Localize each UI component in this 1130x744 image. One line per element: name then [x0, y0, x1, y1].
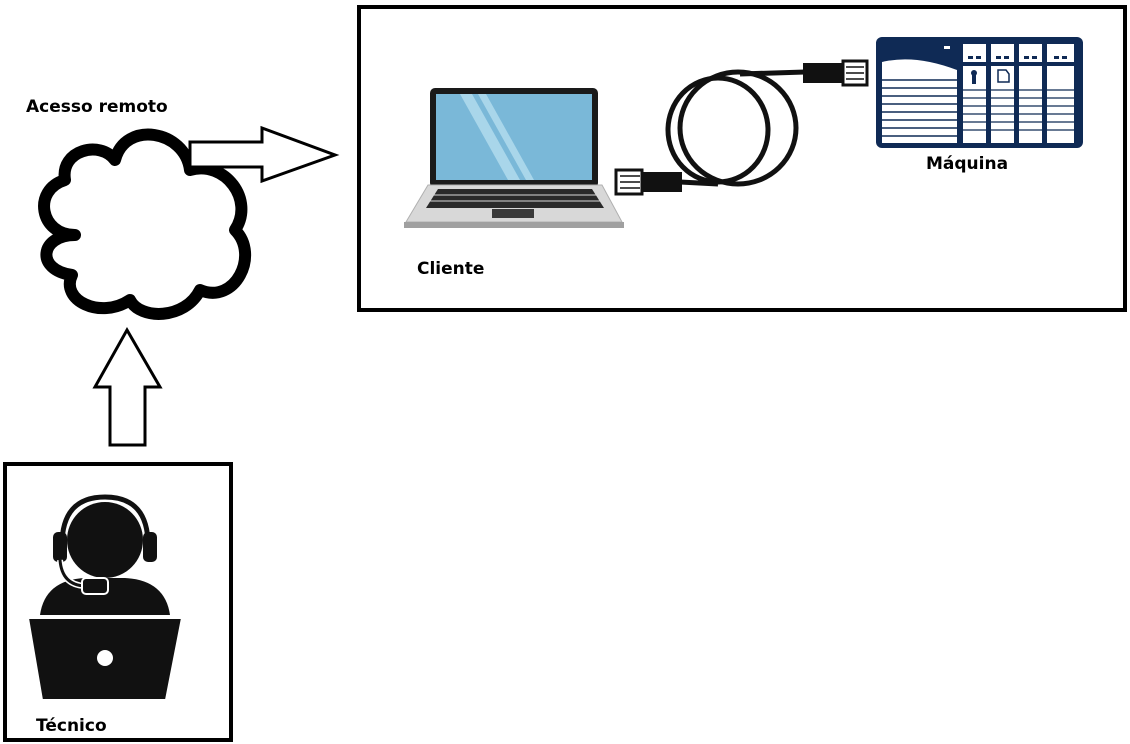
support-technician-icon [26, 494, 184, 701]
client-site-box [357, 5, 1127, 312]
technician-label: Técnico [36, 716, 107, 736]
cloud-icon [38, 128, 251, 320]
arrow-up-icon [92, 326, 163, 447]
machine-label: Máquina [926, 154, 1009, 174]
arrow-right-icon [188, 125, 340, 184]
client-label: Cliente [417, 259, 485, 279]
remote-access-label: Acesso remoto [26, 97, 168, 117]
laptop-icon [404, 88, 624, 228]
plc-machine-icon [876, 37, 1083, 148]
technician-box [3, 462, 233, 742]
ethernet-cable-icon [614, 59, 869, 196]
